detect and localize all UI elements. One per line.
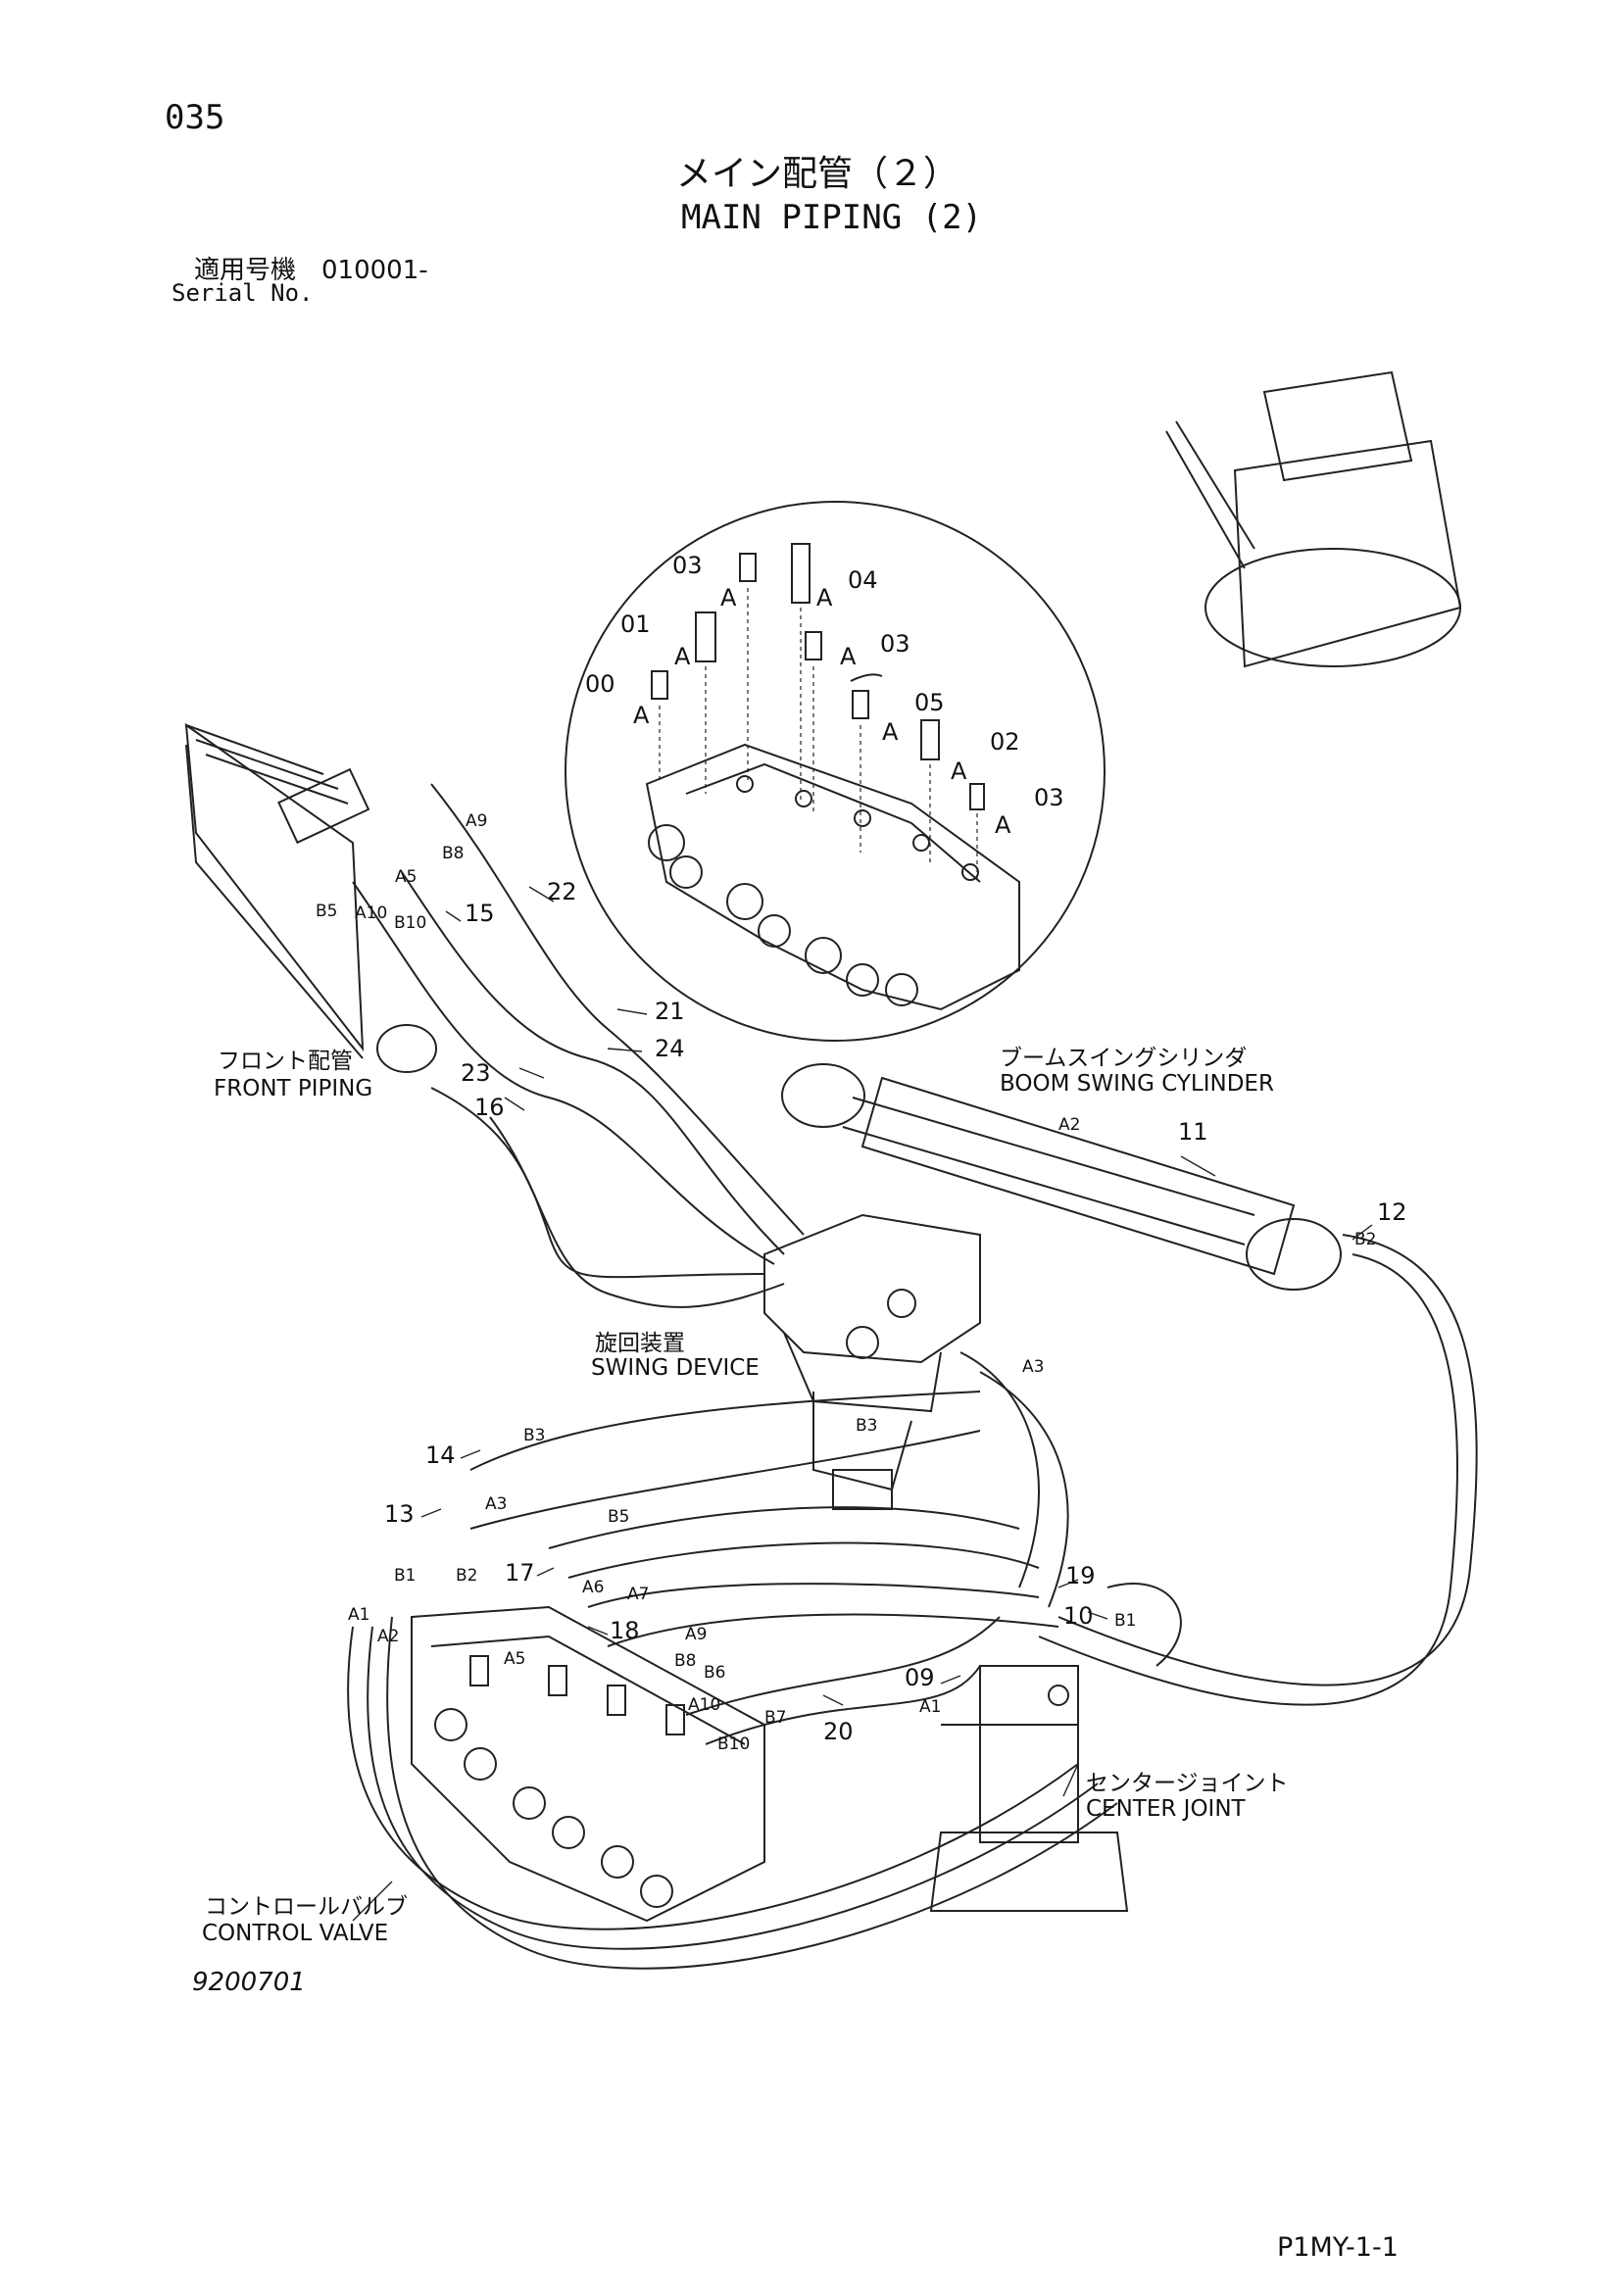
boom-swing-cylinder-label-jp: ブームスイングシリンダ [1000,1046,1248,1071]
port-label: B2 [1354,1230,1376,1249]
part-number: 23 [461,1059,491,1087]
page-code: P1MY-1-1 [1277,2232,1399,2263]
detail-part-number: 02 [990,728,1020,756]
port-label: A3 [1022,1357,1044,1377]
detail-port-label: A [633,702,650,729]
front-piping-label-jp: フロント配管 [218,1049,353,1074]
port-label: B10 [394,913,426,933]
detail-fittings [651,543,985,882]
port-label: B10 [717,1734,750,1754]
detail-valve-block [645,743,1020,1011]
control-valve-label-jp: コントロールバルブ [205,1894,408,1920]
control-valve [411,1605,765,1923]
port-label: B2 [456,1566,477,1586]
port-label: B1 [1114,1611,1136,1631]
port-label: B3 [856,1416,877,1436]
part-number: 16 [474,1094,505,1121]
detail-port-label: A [995,811,1011,839]
control-valve-label-en: CONTROL VALVE [202,1921,389,1946]
port-label: B6 [704,1663,725,1683]
part-number: 13 [384,1500,415,1528]
detail-port-label: A [674,643,691,670]
overview-machine [1165,370,1462,668]
port-label: A1 [919,1697,941,1717]
port-label: B1 [394,1566,416,1586]
port-label: A10 [355,904,387,923]
detail-port-label: A [882,718,899,746]
detail-part-number: 01 [620,611,651,638]
main-hoses [347,1351,1182,1970]
page-number: 035 [165,98,225,137]
port-label: A7 [627,1585,649,1604]
detail-part-number: 04 [848,566,878,594]
part-number: 24 [655,1035,685,1062]
port-label: A9 [466,811,487,831]
port-label: A1 [348,1605,369,1625]
part-number: 19 [1065,1562,1096,1589]
port-label: B5 [608,1507,629,1527]
part-number: 22 [547,878,577,905]
center-joint-label-jp: センタージョイント [1086,1771,1289,1796]
serial-label-english: Serial No. [172,279,314,307]
part-number: 14 [425,1441,456,1469]
detail-part-number: 05 [914,689,945,716]
part-number: 18 [610,1617,640,1644]
port-label: B8 [442,844,464,863]
detail-port-label: A [816,584,833,611]
port-label: A9 [685,1625,707,1644]
port-label: A6 [582,1578,604,1597]
detail-part-number: 00 [585,670,615,698]
detail-port-label: A [951,757,967,785]
port-label: A2 [377,1627,399,1646]
port-label: A2 [1058,1115,1080,1135]
swing-device-label-jp: 旋回装置 [595,1331,685,1356]
port-label: B8 [674,1651,696,1671]
part-number: 09 [905,1664,935,1691]
center-joint-label-en: CENTER JOINT [1086,1796,1246,1822]
port-label: A10 [688,1695,720,1715]
drawing-number: 9200701 [192,1968,306,1997]
boom-swing-cylinder [781,1063,1478,1706]
part-number: 21 [655,998,685,1025]
front-hoses [352,783,805,1308]
leader-lines [352,886,1373,1922]
part-number: 12 [1377,1198,1407,1226]
title-english: MAIN PIPING (2) [681,198,983,237]
part-number: 20 [823,1718,854,1745]
detail-port-label: A [720,584,737,611]
port-label: B5 [316,902,337,921]
part-number: 11 [1178,1118,1208,1146]
detail-part-number: 03 [880,630,910,658]
detail-part-number: 03 [1034,784,1064,811]
part-number: 15 [465,900,495,927]
front-piping-label-en: FRONT PIPING [214,1076,373,1101]
port-label: A5 [504,1649,525,1669]
swing-device-label-en: SWING DEVICE [591,1355,760,1381]
port-label: A3 [485,1494,507,1514]
swing-device [763,1213,981,1510]
detail-circle [565,501,1106,1042]
detail-part-number: 03 [672,552,703,579]
front-piping-arm [184,722,437,1073]
port-label: B7 [764,1708,786,1728]
serial-label-japanese: 適用号機 010001- [194,256,428,285]
port-label: A5 [395,867,417,887]
title-japanese: メイン配管（２） [676,154,959,194]
part-number: 17 [505,1559,535,1587]
boom-swing-cylinder-label-en: BOOM SWING CYLINDER [1000,1071,1274,1097]
port-label: B3 [523,1426,545,1445]
detail-port-label: A [840,643,857,670]
center-joint [929,1665,1129,1912]
part-number: 10 [1063,1602,1094,1630]
